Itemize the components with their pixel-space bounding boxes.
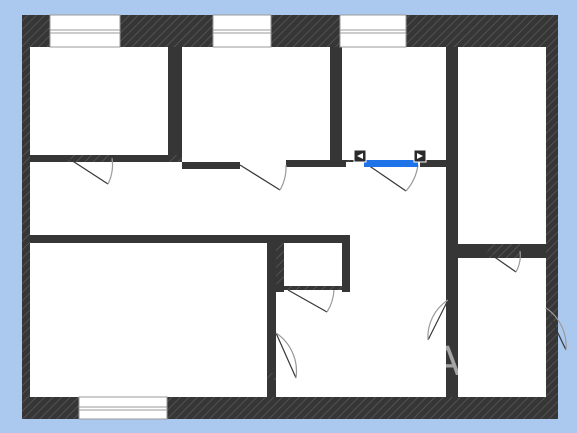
door-room-6[interactable] bbox=[485, 250, 521, 273]
wall-segment bbox=[267, 243, 276, 373]
watermark-text: ЦИАН bbox=[368, 339, 494, 385]
room-2[interactable] bbox=[182, 47, 330, 162]
wall-segment bbox=[182, 162, 240, 169]
wall-segment bbox=[446, 47, 458, 397]
arrow-left-icon bbox=[357, 153, 363, 159]
watermark: ЦИАН bbox=[320, 309, 494, 385]
wall-segment bbox=[520, 244, 546, 258]
cian-logo-icon bbox=[320, 309, 360, 373]
arrow-right-icon bbox=[417, 153, 423, 159]
bathroom[interactable] bbox=[284, 243, 342, 286]
window-top-3[interactable] bbox=[339, 14, 407, 48]
door-room-5[interactable] bbox=[275, 332, 298, 379]
window-top-1[interactable] bbox=[49, 14, 121, 48]
window-top-2[interactable] bbox=[212, 14, 272, 48]
left-handle[interactable] bbox=[353, 149, 367, 163]
room-3[interactable] bbox=[342, 47, 446, 160]
window-bottom[interactable] bbox=[78, 396, 168, 420]
room-1[interactable] bbox=[30, 47, 168, 155]
room-4[interactable] bbox=[458, 47, 546, 244]
wall-segment bbox=[330, 47, 342, 164]
right-handle[interactable] bbox=[413, 149, 427, 163]
wall-segment bbox=[458, 244, 486, 258]
door-room-4[interactable] bbox=[427, 299, 449, 341]
door-bathroom[interactable] bbox=[287, 289, 335, 313]
door-right-exterior[interactable] bbox=[545, 307, 567, 351]
wall-segment bbox=[286, 160, 346, 167]
wall-segment bbox=[267, 380, 276, 397]
wall-segment bbox=[420, 160, 446, 167]
wall-segment bbox=[276, 284, 284, 292]
wall-segment bbox=[342, 235, 350, 292]
wall-segment bbox=[30, 235, 350, 243]
door-room-1[interactable] bbox=[67, 157, 114, 185]
door-room-2[interactable] bbox=[239, 164, 287, 191]
selected-door-highlight[interactable] bbox=[364, 160, 418, 167]
wall-segment bbox=[168, 47, 182, 155]
room-6[interactable] bbox=[458, 258, 546, 397]
wall-segment bbox=[30, 155, 68, 162]
corridor-lower bbox=[276, 290, 446, 397]
room-5[interactable] bbox=[30, 243, 267, 397]
wall-segment bbox=[112, 155, 168, 162]
